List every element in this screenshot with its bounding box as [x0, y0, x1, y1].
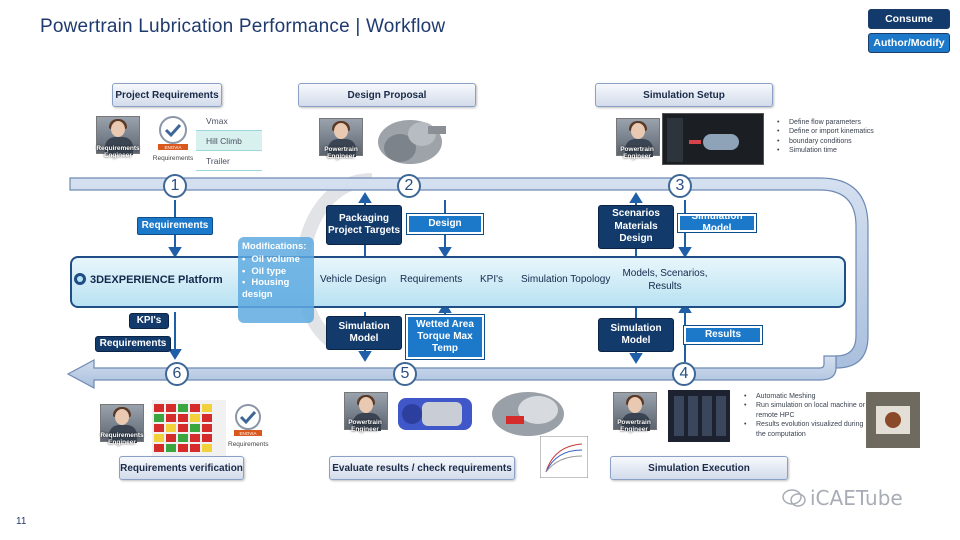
powertrain-engineer-photo — [613, 392, 657, 431]
step-circle-5: 5 — [393, 362, 417, 386]
powertrain-engineer-photo — [319, 118, 363, 157]
svg-text:ENOVIA: ENOVIA — [239, 431, 256, 436]
requirements-matrix-image — [152, 400, 226, 456]
requirements-engineer-photo — [100, 404, 144, 443]
requirements-engineer-caption: Requirements Engineer — [96, 145, 140, 159]
modification-item: Oil volume — [242, 254, 310, 265]
page-title: Powertrain Lubrication Performance | Wor… — [40, 16, 446, 37]
step-circle-6: 6 — [165, 362, 189, 386]
bottom-flow-band — [66, 355, 837, 390]
hpc-server-image — [668, 390, 730, 442]
platform-item-simulation-topology: Simulation Topology — [521, 274, 611, 285]
step-circle-2: 2 — [397, 174, 421, 198]
setup-bullets: Define flow parameters Define or import … — [775, 118, 905, 156]
powertrain-engineer-photo — [616, 118, 660, 157]
step-design-proposal: Design Proposal — [298, 83, 476, 107]
requirements-logo-icon: ENOVIA — [158, 116, 188, 150]
test-rig-image — [866, 392, 920, 448]
powertrain-engineer-caption: Powertrain Engineer — [620, 146, 654, 160]
transmission-cutaway-image — [398, 398, 472, 430]
requirements-box-bottom: Requirements — [95, 336, 171, 352]
execution-bullets: Automatic Meshing Run simulation on loca… — [742, 392, 868, 439]
simulation-setup-screenshot — [662, 113, 764, 165]
design-box: Design — [406, 213, 484, 235]
bullet-item: Define or import kinematics — [775, 127, 905, 137]
wetted-area-torque-box: Wetted Area Torque Max Temp — [405, 314, 485, 360]
step-evaluate-results: Evaluate results / check requirements — [329, 456, 515, 480]
requirements-list: Vmax Hill Climb Trailer — [196, 111, 262, 171]
gearbox-model-image — [378, 120, 446, 164]
simulation-model-box-mid: Simulation Model — [326, 316, 402, 350]
requirements-logo-caption: Requirements — [152, 155, 194, 162]
kpis-box: KPI's — [129, 313, 169, 329]
platform-bar — [70, 256, 846, 308]
modification-item: Housing design — [242, 277, 310, 300]
legend-author-modify: Author/Modify — [868, 33, 950, 53]
platform-item-kpis: KPI's — [480, 274, 504, 285]
step-simulation-execution: Simulation Execution — [610, 456, 788, 480]
powertrain-engineer-caption: Powertrain Engineer — [324, 146, 358, 160]
platform-name: 3DEXPERIENCE Platform — [90, 274, 223, 286]
step-simulation-setup: Simulation Setup — [595, 83, 773, 107]
bullet-item: boundary conditions — [775, 137, 905, 147]
packaging-targets-box: Packaging Project Targets — [326, 205, 402, 245]
simulation-model-box-top: Simulation Model — [677, 211, 757, 234]
svg-text:ENOVIA: ENOVIA — [164, 145, 181, 150]
bullet-item: Run simulation on local machine or remot… — [742, 401, 868, 420]
powertrain-engineer-caption: Powertrain Engineer — [348, 419, 382, 433]
watermark: iCAETube — [782, 486, 903, 510]
results-plot-thumbnail — [540, 436, 588, 478]
requirement-item: Vmax — [196, 111, 262, 131]
step-circle-1: 1 — [163, 174, 187, 198]
page-number: 11 — [16, 516, 27, 527]
step-project-requirements: Project Requirements — [112, 83, 222, 107]
requirement-item: Trailer — [196, 151, 262, 171]
step-requirements-verification: Requirements verification — [119, 456, 244, 480]
powertrain-engineer-photo — [344, 392, 388, 431]
results-box: Results — [683, 325, 763, 345]
bullet-item: Define flow parameters — [775, 118, 905, 128]
legend-consume: Consume — [868, 9, 950, 29]
bullet-item: Automatic Meshing — [742, 392, 868, 402]
requirements-logo-icon: ENOVIA — [234, 404, 262, 436]
platform-item-vehicle-design: Vehicle Design — [320, 274, 387, 285]
requirements-engineer-photo — [96, 116, 140, 155]
watermark-text: iCAETube — [810, 486, 903, 510]
requirement-item: Hill Climb — [196, 131, 262, 151]
simulation-model-box-right: Simulation Model — [598, 318, 674, 352]
gear-assembly-image — [492, 392, 564, 436]
step-circle-4: 4 — [672, 362, 696, 386]
platform-logo-icon — [74, 273, 86, 285]
modifications-box: Modifications: Oil volume Oil type Housi… — [238, 237, 314, 323]
modifications-title: Modifications: — [242, 241, 307, 252]
requirements-logo-caption: Requirements — [228, 441, 269, 448]
modification-item: Oil type — [242, 266, 310, 277]
step-circle-3: 3 — [668, 174, 692, 198]
scenarios-materials-design-box: Scenarios Materials Design — [598, 205, 674, 249]
wechat-icon — [782, 489, 806, 507]
bullet-item: Simulation time — [775, 146, 905, 156]
bullet-item: Results evolution visualized during the … — [742, 420, 868, 439]
platform-item-models-scenarios-results: Models, Scenarios, Results — [622, 268, 708, 292]
requirements-engineer-caption: Requirements Engineer — [100, 432, 144, 446]
powertrain-engineer-caption: Powertrain Engineer — [617, 419, 651, 433]
platform-item-requirements: Requirements — [400, 274, 463, 285]
requirements-box-top: Requirements — [137, 217, 213, 235]
